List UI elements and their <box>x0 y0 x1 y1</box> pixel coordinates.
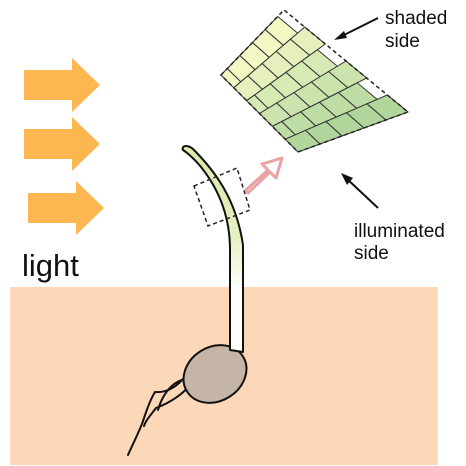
shaded-side-label: shaded side <box>385 8 453 52</box>
illuminated-side-pointer <box>345 177 378 208</box>
light-arrows <box>24 58 104 235</box>
light-arrow-icon <box>24 58 100 112</box>
illuminated-side-label-line2: side <box>354 243 389 264</box>
zoom-arrow-icon <box>246 158 282 193</box>
light-arrow-icon <box>24 117 100 171</box>
magnified-tissue <box>221 10 408 152</box>
illuminated-side-label: illuminated side <box>354 221 450 264</box>
shaded-side-label-line1: shaded <box>385 8 447 29</box>
shaded-side-label-line2: side <box>385 31 420 52</box>
illuminated-side-label-line1: illuminated <box>354 221 445 242</box>
shaded-side-arrowhead-icon <box>334 31 347 40</box>
light-arrow-icon <box>28 181 104 235</box>
light-label: light <box>22 248 79 283</box>
